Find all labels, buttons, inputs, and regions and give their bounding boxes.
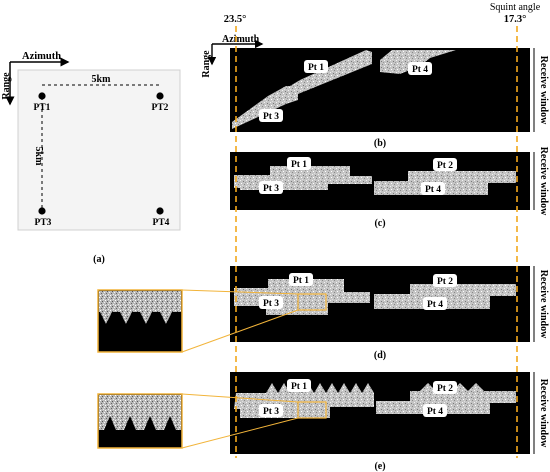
left-angle-label: 23.5° (224, 14, 247, 25)
target-label-b-pt4: Pt 4 (412, 65, 428, 75)
panel-label-d: (d) (374, 350, 386, 361)
target-label-d-pt3: Pt 3 (263, 299, 279, 309)
azimuth-label-top: Azimuth (222, 34, 260, 45)
label-box-b-pt1 (304, 60, 328, 73)
panel-label-a: (a) (93, 254, 105, 265)
panel-e: Pt 1 Pt 2 Pt 3 Pt 4 (e) Receive window (97, 372, 549, 472)
squint-angle-title: Squint angle (490, 2, 541, 13)
label-box-d-pt1 (289, 273, 313, 286)
target-label-b-pt1: Pt 1 (308, 63, 324, 73)
target-label-e-pt4: Pt 4 (427, 407, 443, 417)
point-label-pt1: PT1 (34, 103, 51, 113)
target-label-d-pt2: Pt 2 (437, 277, 453, 287)
inset-d-connector-top (181, 289, 299, 295)
point-marker-pt4 (156, 207, 164, 215)
point-label-pt4: PT4 (153, 218, 170, 228)
panel-b: Pt 1 Pt 4 Pt 3 (b) Receive window (230, 48, 549, 149)
label-box-e-pt1 (287, 379, 311, 392)
label-box-d-pt2 (433, 274, 457, 287)
right-angle-label: 17.3° (504, 14, 527, 25)
receive-window-label-d: Receive window (538, 270, 549, 339)
target-label-e-pt1: Pt 1 (291, 382, 307, 392)
point-label-pt2: PT2 (152, 103, 169, 113)
label-box-e-pt3 (259, 404, 283, 417)
echo-pt2-pt4-d (374, 284, 516, 309)
label-box-c-pt3 (259, 181, 283, 194)
range-label: Range (1, 72, 12, 100)
inset-e-connector-top (181, 393, 299, 403)
inset-e-connector-bottom (181, 417, 299, 449)
target-label-c-pt2: Pt 2 (437, 161, 453, 171)
target-label-d-pt4: Pt 4 (427, 300, 443, 310)
label-box-c-pt2 (433, 158, 457, 171)
echo-pt2-pt4-e (376, 383, 516, 414)
target-label-c-pt4: Pt 4 (425, 185, 441, 195)
panel-label-b: (b) (374, 138, 386, 149)
zoom-box-e (297, 401, 327, 419)
inset-d-texture (99, 291, 181, 324)
panel-c: Pt 1 Pt 2 Pt 3 Pt 4 (c) Receive window (230, 147, 549, 229)
panel-label-e: (e) (374, 461, 385, 472)
point-marker-pt1 (38, 92, 46, 100)
receive-window-label-b: Receive window (538, 56, 549, 125)
target-label-e-pt2: Pt 2 (437, 384, 453, 394)
inset-e-texture (99, 395, 181, 430)
label-box-c-pt4 (421, 182, 445, 195)
point-label-pt3: PT3 (35, 218, 52, 228)
target-label-b-pt3: Pt 3 (263, 112, 279, 122)
point-marker-pt3 (38, 207, 46, 215)
azimuth-label: Azimuth (22, 51, 61, 62)
label-box-e-pt2 (433, 381, 457, 394)
echo-pt2-pt4-c (374, 171, 516, 195)
target-label-c-pt3: Pt 3 (263, 184, 279, 194)
label-box-d-pt3 (259, 296, 283, 309)
panel-a: Azimuth Range 5km 5km PT1 PT2 PT3 PT4 (a… (1, 51, 181, 265)
angle-guides (235, 26, 518, 458)
label-box-d-pt4 (423, 297, 447, 310)
inset-d-connector-bottom (181, 309, 299, 353)
point-marker-pt2 (156, 92, 164, 100)
label-box-b-pt4 (408, 62, 432, 75)
target-label-d-pt1: Pt 1 (293, 276, 309, 286)
target-label-e-pt3: Pt 3 (263, 407, 279, 417)
label-box-b-pt3 (259, 109, 283, 122)
label-box-e-pt4 (423, 404, 447, 417)
horizontal-spacing-label: 5km (92, 74, 112, 85)
panel-d: Pt 1 Pt 2 Pt 3 Pt 4 (d) Receive window (97, 266, 549, 361)
receive-window-label-c: Receive window (538, 147, 549, 216)
vertical-spacing-label: 5km (33, 147, 44, 167)
target-label-c-pt1: Pt 1 (291, 160, 307, 170)
label-box-c-pt1 (287, 157, 311, 170)
receive-window-label-e: Receive window (538, 379, 549, 448)
zoom-box-d (297, 293, 327, 311)
panel-label-c: (c) (374, 218, 385, 229)
range-label-top: Range (201, 50, 212, 78)
header: 23.5° Squint angle 17.3° Azimuth Range (201, 2, 541, 78)
